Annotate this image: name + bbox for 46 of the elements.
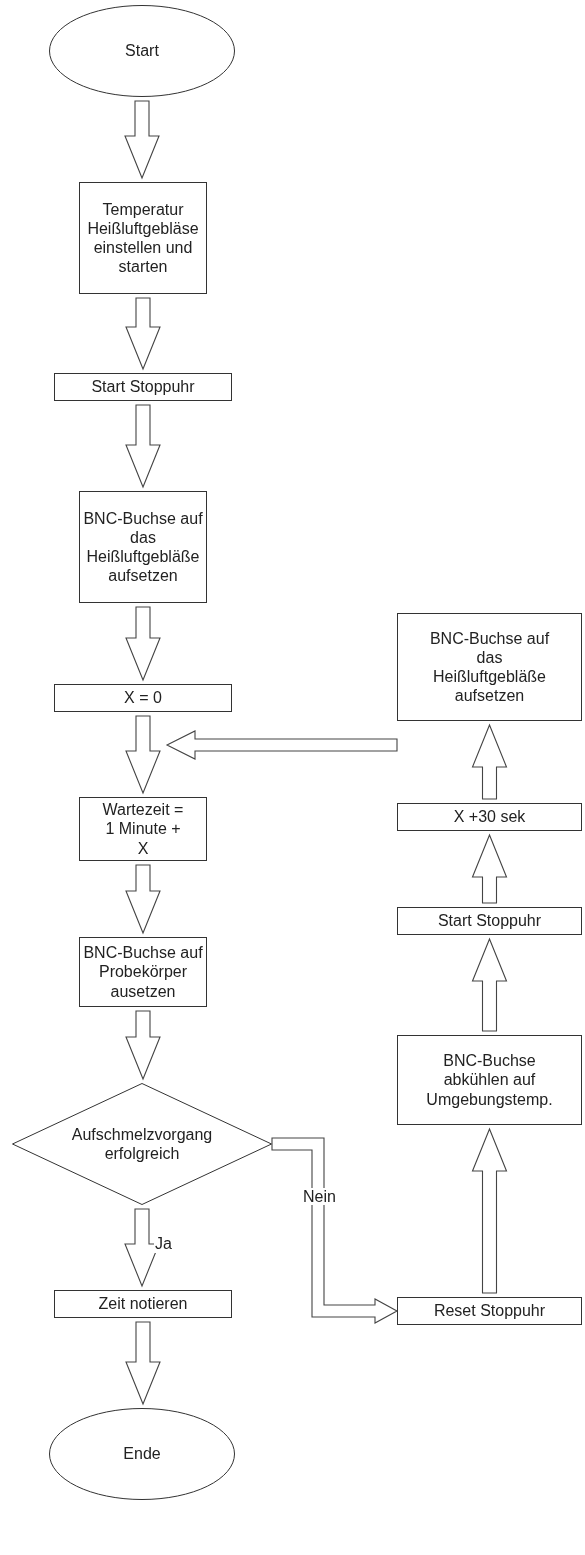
node-text: BNC-Buchse auf das Heißluftgebläße aufsetzen (428, 628, 551, 706)
node-text: BNC-Buchse auf das Heißluftgebläße aufsetzen (82, 508, 204, 586)
process-box (54, 1290, 232, 1318)
process-box (79, 937, 207, 1007)
block-arrow (271, 1137, 399, 1324)
node-text: Reset Stoppuhr (432, 1301, 547, 1321)
block-arrow (125, 1321, 161, 1406)
node-text: BNC-Buchse auf Probekörper ausetzen (82, 943, 204, 1001)
block-arrow (125, 864, 161, 935)
node-text: Zeit notieren (97, 1294, 189, 1314)
block-arrow (125, 404, 161, 489)
process-box (79, 797, 207, 861)
block-arrow (471, 723, 508, 800)
decision-diamond (12, 1083, 272, 1205)
node-text: Wartezeit = 1 Minute + X (101, 800, 185, 858)
block-arrow (125, 606, 161, 682)
edge-label: Nein (302, 1187, 337, 1206)
block-arrow (471, 1127, 508, 1294)
process-box (54, 684, 232, 712)
process-box (79, 182, 207, 294)
node-text: Temperatur Heißluftgebläse einstellen und starten (86, 199, 200, 277)
block-arrow (125, 297, 161, 371)
block-arrow (124, 100, 160, 180)
block-arrow (125, 715, 161, 795)
node-text: Start Stoppuhr (436, 911, 543, 931)
process-box (397, 1035, 582, 1125)
node-text: BNC-Buchse abkühlen auf Umgebungstemp. (425, 1051, 554, 1109)
process-box (397, 907, 582, 935)
terminal-ellipse (49, 1408, 235, 1500)
process-box (397, 803, 582, 831)
node-text: X +30 sek (452, 807, 527, 827)
process-box (54, 373, 232, 401)
process-box (79, 491, 207, 603)
node-text: Start Stoppuhr (90, 377, 196, 397)
process-box (397, 613, 582, 721)
node-text: Aufschmelzvorgang erfolgreich (70, 1124, 214, 1164)
block-arrow (471, 937, 508, 1032)
node-text: Ende (122, 1444, 162, 1464)
node-text: X = 0 (123, 688, 163, 708)
block-arrow (471, 833, 508, 904)
process-box (397, 1297, 582, 1325)
block-arrow (125, 1010, 161, 1081)
node-text: Start (124, 41, 160, 61)
block-arrow (165, 730, 398, 760)
terminal-ellipse (49, 5, 235, 97)
edge-label: Ja (154, 1235, 173, 1253)
